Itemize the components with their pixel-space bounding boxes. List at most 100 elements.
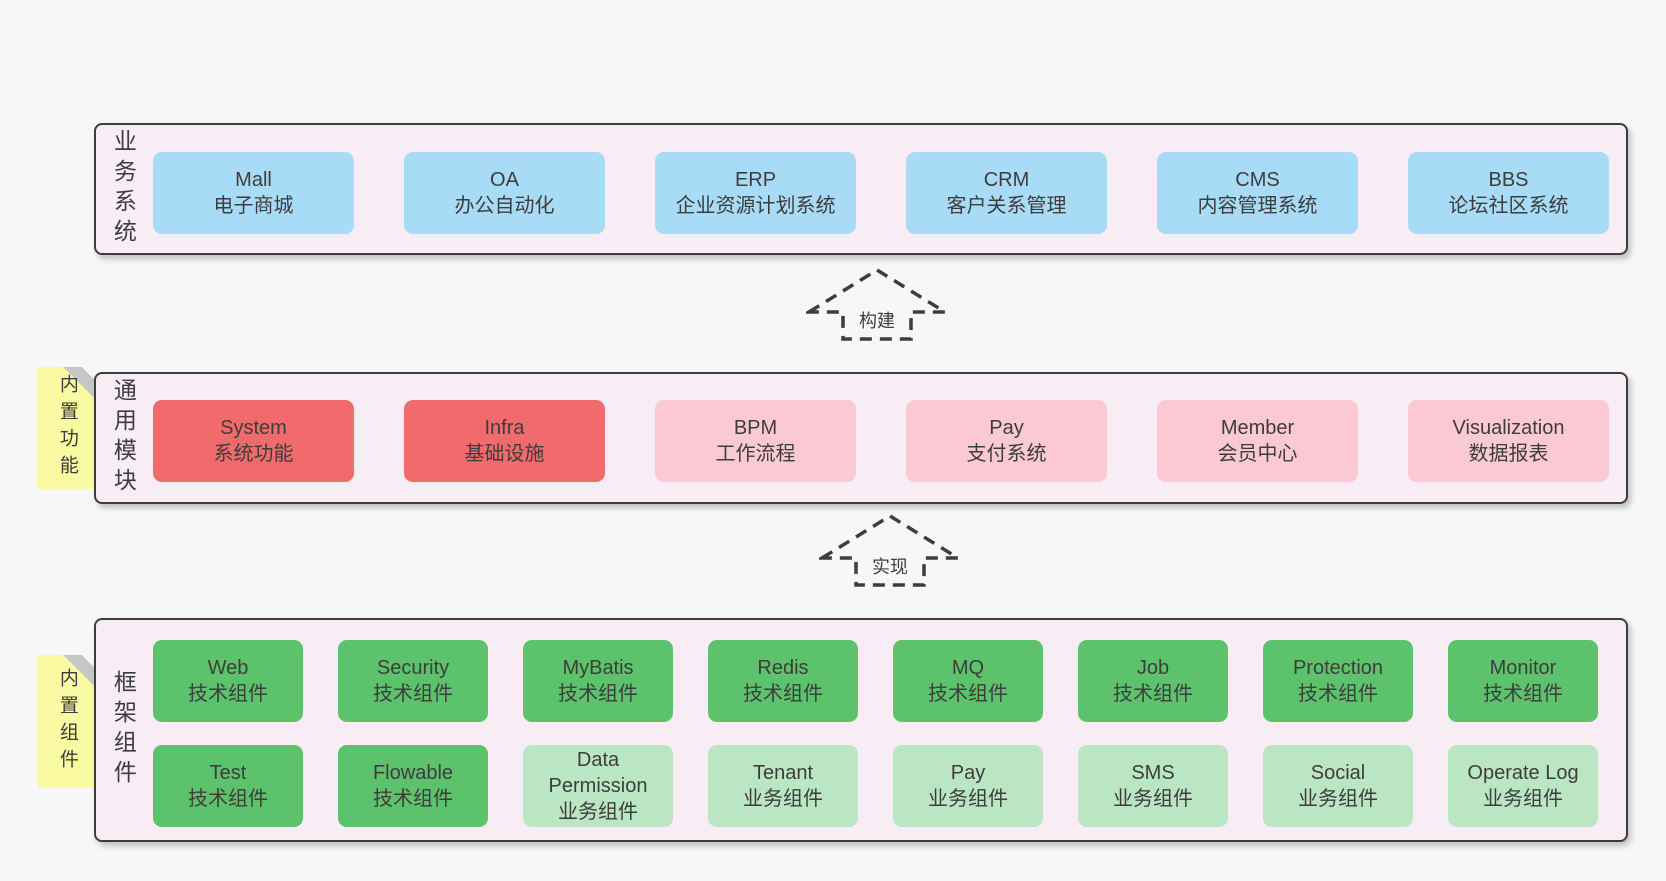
node-mall: Mall 电子商城	[153, 152, 354, 234]
node-data-permission: Data Permission 业务组件	[523, 745, 673, 827]
node-subtitle: 办公自动化	[454, 195, 555, 217]
node-subtitle: 电子商城	[213, 195, 294, 217]
node-title: Social	[1310, 762, 1366, 784]
node-title: MyBatis	[562, 657, 634, 679]
node-title: CMS	[1235, 169, 1280, 191]
node-title: Redis	[757, 657, 809, 679]
node-title: Data Permission	[548, 749, 648, 797]
node-sms: SMS 业务组件	[1078, 745, 1228, 827]
node-subtitle: 技术组件	[558, 683, 638, 705]
business-systems-panel-label: 业务系统	[110, 129, 137, 249]
node-subtitle: 技术组件	[188, 683, 268, 705]
node-operate-log: Operate Log 业务组件	[1448, 745, 1598, 827]
node-title: BPM	[733, 417, 778, 439]
node-title: Member	[1220, 417, 1295, 439]
node-subtitle: 技术组件	[1298, 683, 1378, 705]
node-cms: CMS 内容管理系统	[1157, 152, 1358, 234]
node-subtitle: 技术组件	[188, 788, 268, 810]
node-infra: Infra 基础设施	[404, 400, 605, 482]
builtin-features-label: 内置功能	[56, 374, 78, 482]
node-mq: MQ 技术组件	[893, 640, 1043, 722]
node-title: Operate Log	[1467, 762, 1579, 784]
builtin-components-label: 内置组件	[56, 667, 78, 776]
node-subtitle: 会员中心	[1217, 443, 1298, 465]
node-title: Web	[207, 657, 249, 679]
node-title: Security	[376, 657, 450, 679]
common-modules-row: System 系统功能 Infra 基础设施 BPM 工作流程 Pay 支付系统…	[153, 400, 1609, 482]
common-modules-panel: 通用模块 System 系统功能 Infra 基础设施 BPM 工作流程 Pay…	[94, 372, 1628, 504]
framework-components-panel-label: 框架组件	[110, 670, 137, 790]
node-monitor: Monitor 技术组件	[1448, 640, 1598, 722]
node-subtitle: 技术组件	[743, 683, 823, 705]
node-title: CRM	[983, 169, 1030, 191]
node-system: System 系统功能	[153, 400, 354, 482]
node-subtitle: 技术组件	[1113, 683, 1193, 705]
implement-arrow-label: 实现	[869, 553, 911, 579]
node-subtitle: 业务组件	[1113, 788, 1193, 810]
node-subtitle: 客户关系管理	[946, 195, 1067, 217]
node-test: Test 技术组件	[153, 745, 303, 827]
node-title: Job	[1136, 657, 1170, 679]
node-subtitle: 基础设施	[464, 443, 545, 465]
node-title: Flowable	[372, 762, 454, 784]
node-protection: Protection 技术组件	[1263, 640, 1413, 722]
node-subtitle: 技术组件	[1483, 683, 1563, 705]
node-subtitle: 支付系统	[966, 443, 1047, 465]
framework-tech-row: Web 技术组件 Security 技术组件 MyBatis 技术组件 Redi…	[153, 640, 1598, 722]
node-social: Social 业务组件	[1263, 745, 1413, 827]
node-flowable: Flowable 技术组件	[338, 745, 488, 827]
framework-business-row: Test 技术组件 Flowable 技术组件 Data Permission …	[153, 745, 1598, 827]
common-modules-panel-label: 通用模块	[110, 378, 137, 498]
node-title: Pay	[950, 762, 986, 784]
node-tenant: Tenant 业务组件	[708, 745, 858, 827]
node-title: Visualization	[1452, 417, 1565, 439]
node-title: Pay	[989, 417, 1024, 439]
node-title: Protection	[1292, 657, 1384, 679]
node-subtitle: 业务组件	[1298, 788, 1378, 810]
node-title: OA	[490, 169, 519, 191]
builtin-components-sticky-note: 内置组件	[38, 655, 96, 788]
node-subtitle: 企业资源计划系统	[675, 195, 836, 217]
business-systems-row: Mall 电子商城 OA 办公自动化 ERP 企业资源计划系统 CRM 客户关系…	[153, 152, 1609, 234]
node-subtitle: 技术组件	[373, 788, 453, 810]
node-title: SMS	[1131, 762, 1175, 784]
node-oa: OA 办公自动化	[404, 152, 605, 234]
builtin-features-sticky-note: 内置功能	[38, 367, 96, 489]
node-subtitle: 业务组件	[1483, 788, 1563, 810]
framework-components-panel: 框架组件 Web 技术组件 Security 技术组件 MyBatis 技术组件…	[94, 618, 1628, 842]
node-subtitle: 技术组件	[373, 683, 453, 705]
node-pay-component: Pay 业务组件	[893, 745, 1043, 827]
node-title: ERP	[734, 169, 777, 191]
node-job: Job 技术组件	[1078, 640, 1228, 722]
node-title: Test	[209, 762, 247, 784]
node-web: Web 技术组件	[153, 640, 303, 722]
node-subtitle: 论坛社区系统	[1448, 195, 1569, 217]
node-redis: Redis 技术组件	[708, 640, 858, 722]
node-security: Security 技术组件	[338, 640, 488, 722]
node-title: Monitor	[1489, 657, 1557, 679]
node-mybatis: MyBatis 技术组件	[523, 640, 673, 722]
business-systems-panel: 业务系统 Mall 电子商城 OA 办公自动化 ERP 企业资源计划系统 CRM…	[94, 123, 1628, 255]
node-title: System	[220, 417, 287, 439]
node-crm: CRM 客户关系管理	[906, 152, 1107, 234]
node-title: Tenant	[752, 762, 814, 784]
dashed-up-arrow-icon	[819, 513, 961, 587]
node-title: Infra	[484, 417, 525, 439]
node-erp: ERP 企业资源计划系统	[655, 152, 856, 234]
node-visualization: Visualization 数据报表	[1408, 400, 1609, 482]
node-subtitle: 数据报表	[1468, 443, 1549, 465]
node-title: Mall	[235, 169, 272, 191]
build-arrow-label: 构建	[856, 307, 898, 333]
node-title: BBS	[1488, 169, 1529, 191]
implement-arrow: 实现	[819, 512, 961, 588]
node-bbs: BBS 论坛社区系统	[1408, 152, 1609, 234]
node-subtitle: 业务组件	[558, 801, 638, 823]
node-subtitle: 业务组件	[743, 788, 823, 810]
node-subtitle: 业务组件	[928, 788, 1008, 810]
node-bpm: BPM 工作流程	[655, 400, 856, 482]
dashed-up-arrow-icon	[806, 267, 948, 341]
node-subtitle: 工作流程	[715, 443, 796, 465]
node-subtitle: 系统功能	[213, 443, 294, 465]
node-member: Member 会员中心	[1157, 400, 1358, 482]
